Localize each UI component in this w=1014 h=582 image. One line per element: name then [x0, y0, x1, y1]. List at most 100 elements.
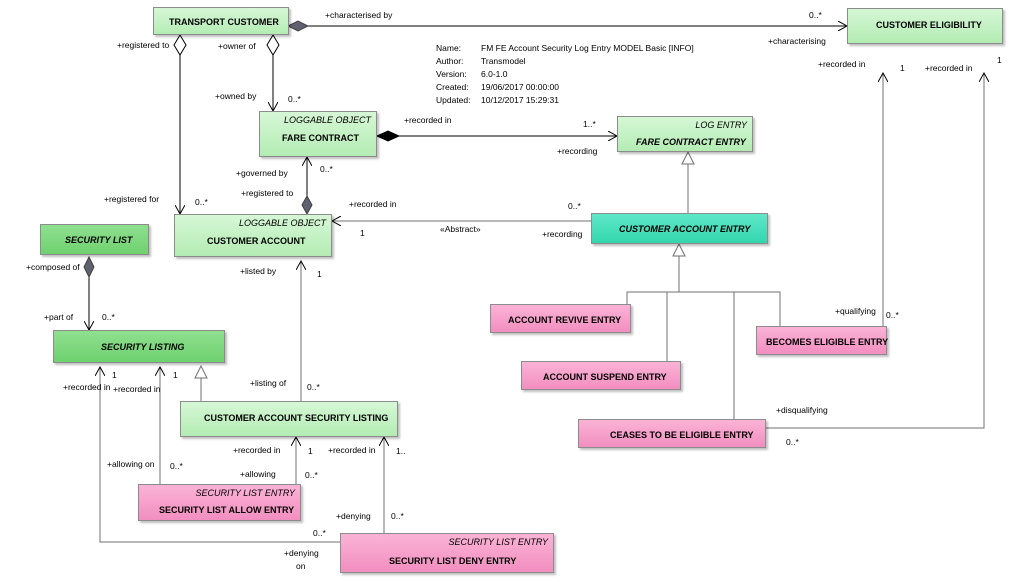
stereotype-label: «Abstract»: [440, 224, 481, 234]
class-stereotype: SECURITY LIST ENTRY: [448, 537, 548, 547]
info-created-label: Created:: [436, 82, 469, 92]
role-label: +owner of: [218, 41, 256, 51]
class-name: CEASES TO BE ELIGIBLE ENTRY: [610, 430, 754, 440]
class-customer-account-entry[interactable]: CUSTOMER ACCOUNT ENTRY: [591, 213, 768, 244]
diamond-fc-recorded: [375, 130, 401, 142]
role-label: +owned by: [215, 91, 257, 101]
class-security-list-deny-entry[interactable]: SECURITY LIST ENTRY SECURITY LIST DENY E…: [340, 533, 554, 573]
class-fare-contract-entry[interactable]: LOG ENTRY FARE CONTRACT ENTRY: [617, 116, 753, 152]
role-label: +composed of: [26, 262, 80, 272]
class-account-revive-entry[interactable]: ACCOUNT REVIVE ENTRY: [490, 304, 631, 333]
multiplicity-label: 0..*: [313, 528, 326, 538]
gen-sub-bus: [626, 256, 781, 419]
class-name: SECURITY LIST: [65, 235, 133, 245]
class-name: TRANSPORT CUSTOMER: [169, 17, 279, 27]
role-label: +allowing: [240, 469, 276, 479]
role-label: on: [296, 561, 306, 571]
info-created: 19/06/2017 00:00:00: [481, 82, 559, 92]
class-stereotype: LOG ENTRY: [695, 120, 747, 130]
role-label: +recorded in: [349, 199, 397, 209]
class-customer-eligibility[interactable]: CUSTOMER ELIGIBILITY: [847, 8, 1003, 44]
class-name: BECOMES ELIGIBLE ENTRY: [766, 337, 889, 347]
multiplicity-label: 0..*: [195, 197, 208, 207]
class-account-suspend-entry[interactable]: ACCOUNT SUSPEND ENTRY: [521, 361, 681, 390]
role-label: +registered for: [104, 194, 160, 204]
multiplicity-label: 1: [997, 55, 1002, 65]
role-label: +registered to: [241, 188, 294, 198]
role-label: +governed by: [236, 168, 288, 178]
role-label: +qualifying: [835, 306, 876, 316]
class-name: CUSTOMER ELIGIBILITY: [876, 20, 982, 30]
diamond-registered-to: [173, 34, 187, 56]
role-label: +characterised by: [325, 10, 393, 20]
multiplicity-label: 1: [317, 269, 322, 279]
class-transport-customer[interactable]: TRANSPORT CUSTOMER: [153, 7, 289, 35]
multiplicity-label: 0..*: [391, 511, 404, 521]
multiplicity-label: 0..*: [288, 94, 301, 104]
diagram-info: Name:FM FE Account Security Log Entry MO…: [436, 42, 694, 107]
role-label: +part of: [44, 312, 74, 322]
role-label: +allowing on: [107, 459, 155, 469]
role-label: +denying: [284, 548, 319, 558]
multiplicity-label: 0..*: [170, 461, 183, 471]
multiplicity-label: 1: [112, 370, 117, 380]
class-customer-account[interactable]: LOGGABLE OBJECT CUSTOMER ACCOUNT: [174, 214, 332, 257]
role-label: +recorded in: [233, 445, 281, 455]
class-name: SECURITY LISTING: [101, 342, 185, 352]
multiplicity-label: 0..*: [307, 382, 320, 392]
multiplicity-label: 0..*: [305, 470, 318, 480]
multiplicity-label: 0..*: [568, 201, 581, 211]
class-name: CUSTOMER ACCOUNT ENTRY: [619, 224, 751, 234]
multiplicity-label: 0..*: [320, 164, 333, 174]
assoc-denying-on: [100, 367, 340, 543]
diamond-composed-of: [83, 255, 95, 279]
multiplicity-label: 0..*: [886, 310, 899, 320]
role-label: +listing of: [250, 378, 287, 388]
role-label: +recorded in: [328, 445, 376, 455]
class-security-listing[interactable]: SECURITY LISTING: [53, 330, 225, 363]
class-ceases-to-be-eligible-entry[interactable]: CEASES TO BE ELIGIBLE ENTRY: [578, 419, 766, 448]
class-name: ACCOUNT SUSPEND ENTRY: [543, 372, 667, 382]
info-version: 6.0-1.0: [481, 69, 508, 79]
diamond-governed-by: [301, 194, 313, 216]
multiplicity-label: 1..*: [583, 119, 596, 129]
class-name: SECURITY LIST DENY ENTRY: [389, 556, 517, 566]
info-author: Transmodel: [481, 56, 526, 66]
info-version-label: Version:: [436, 69, 467, 79]
class-becomes-eligible-entry[interactable]: BECOMES ELIGIBLE ENTRY: [756, 326, 889, 355]
info-updated-label: Updated:: [436, 95, 471, 105]
role-label: +recorded in: [404, 115, 452, 125]
role-label: +registered to: [117, 40, 170, 50]
gen-triangle-cae: [672, 242, 686, 257]
class-customer-account-security-listing[interactable]: CUSTOMER ACCOUNT SECURITY LISTING: [180, 401, 398, 437]
info-author-label: Author:: [436, 56, 464, 66]
class-stereotype: LOGGABLE OBJECT: [238, 218, 326, 228]
gen-triangle-fce: [681, 150, 695, 165]
role-label: +recording: [557, 146, 598, 156]
role-label: +listed by: [240, 266, 277, 276]
info-updated: 10/12/2017 15:29:31: [481, 95, 559, 105]
class-security-list[interactable]: SECURITY LIST: [40, 224, 149, 255]
multiplicity-label: 1: [360, 228, 365, 238]
class-name: SECURITY LIST ALLOW ENTRY: [159, 505, 295, 515]
assoc-disqualifying: [766, 73, 984, 429]
role-label: +disqualifying: [776, 405, 828, 415]
role-label: +recorded in: [818, 59, 866, 69]
multiplicity-label: 1: [173, 370, 178, 380]
class-security-list-allow-entry[interactable]: SECURITY LIST ENTRY SECURITY LIST ALLOW …: [138, 484, 301, 521]
role-label: +denying: [336, 511, 371, 521]
class-stereotype: SECURITY LIST ENTRY: [195, 488, 295, 498]
multiplicity-label: 1..: [396, 446, 406, 456]
diamond-characterised: [286, 20, 310, 32]
role-label: +recording: [542, 229, 583, 239]
gen-triangle-sl: [194, 364, 208, 379]
multiplicity-label: 0..*: [786, 437, 799, 447]
multiplicity-label: 1: [900, 63, 905, 73]
role-label: +recorded in: [63, 382, 111, 392]
role-label: +characterising: [768, 36, 826, 46]
class-name: CUSTOMER ACCOUNT: [207, 236, 306, 246]
multiplicity-label: 0..*: [809, 10, 822, 20]
class-fare-contract[interactable]: LOGGABLE OBJECT FARE CONTRACT: [259, 111, 377, 157]
class-name: CUSTOMER ACCOUNT SECURITY LISTING: [204, 413, 389, 423]
